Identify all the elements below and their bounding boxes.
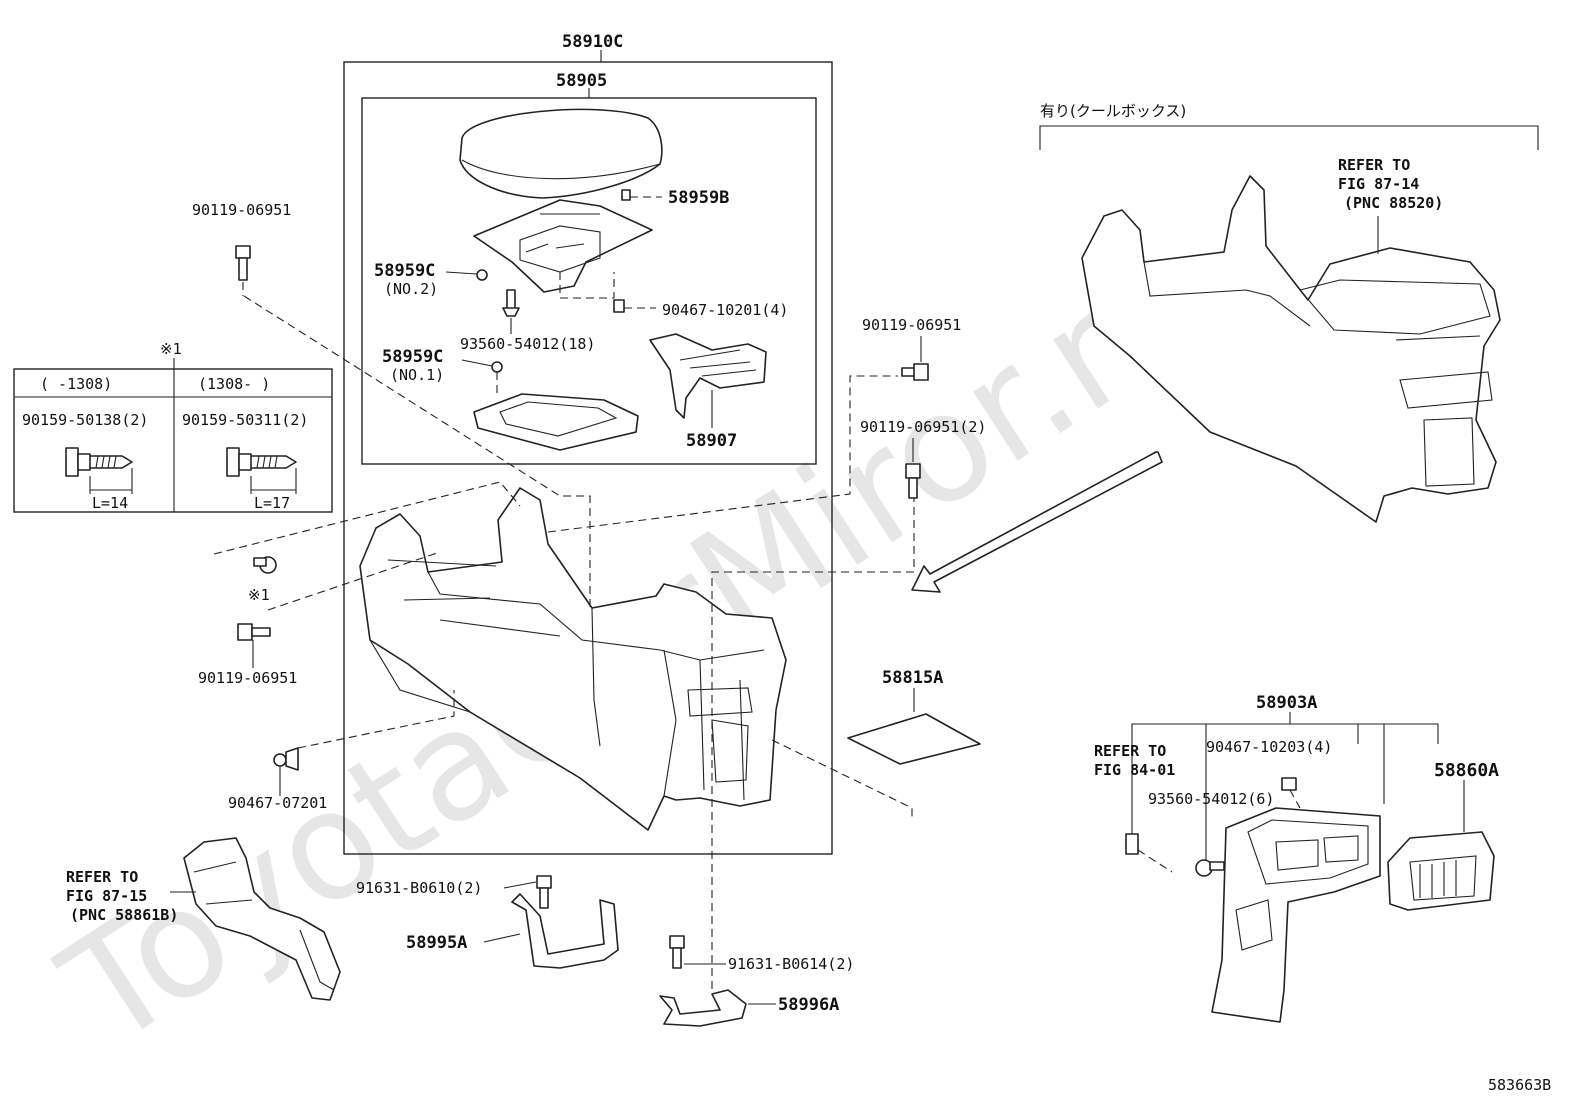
label-x1: ※1 — [248, 586, 270, 604]
bolt-90119-06951-right-icon — [901, 363, 929, 381]
option-label: 有り(クールボックス) — [1040, 102, 1186, 120]
label-58959C-top: 58959C — [374, 261, 435, 281]
clip-90467-07201-icon — [273, 747, 299, 771]
clip-58959C-no2-icon — [476, 269, 488, 281]
label-90119-06951-right: 90119-06951 — [862, 316, 961, 334]
inset-header-left: ( -1308) — [40, 375, 112, 393]
screw-93560-icon — [502, 289, 520, 317]
assembly-58910C-frame — [343, 61, 833, 855]
bolt-90159-50311-icon — [226, 447, 297, 494]
clip-refer-84-01-icon — [1125, 833, 1139, 855]
bolt-91631-B0610-icon — [536, 875, 552, 909]
air-duct-part — [183, 837, 341, 1001]
label-91631-B0614: 91631-B0614(2) — [728, 955, 854, 973]
inset-marker: ※1 — [160, 340, 182, 358]
bolt-90159-50138-icon — [65, 447, 133, 494]
vent-58860A-part — [1387, 831, 1495, 911]
label-58959C-top-sub: (NO.2) — [384, 280, 438, 298]
label-58905: 58905 — [556, 71, 607, 91]
label-90119-06951-top: 90119-06951 — [192, 201, 291, 219]
armrest-lid-part — [459, 108, 663, 199]
refer-top-right-line3: (PNC 88520) — [1344, 194, 1443, 212]
label-58995A: 58995A — [406, 933, 467, 953]
group-58903A-bracket — [1131, 723, 1439, 744]
inset-length-left: L=14 — [92, 494, 128, 512]
label-90119-06951-pair: 90119-06951(2) — [860, 418, 986, 436]
label-93560-54012-6: 93560-54012(6) — [1148, 790, 1274, 808]
clip-90467-10203-icon — [1281, 777, 1297, 791]
inset-header-right: (1308- ) — [198, 375, 270, 393]
refer-bottom-left-line1: REFER TO — [66, 868, 138, 886]
label-58959B: 58959B — [668, 188, 729, 208]
bolt-90119-06951-top-icon — [235, 245, 251, 281]
option-bracket — [1039, 125, 1539, 150]
label-91631-B0610: 91631-B0610(2) — [356, 879, 482, 897]
refer-bottom-right-line1: REFER TO — [1094, 742, 1166, 760]
clip-58959B-icon — [621, 189, 631, 201]
refer-top-right-line1: REFER TO — [1338, 156, 1410, 174]
screw-93560-54012-6-icon — [1195, 859, 1225, 877]
bolt-90119-06951-left-icon — [237, 623, 271, 641]
lid-hinge-plate-part — [473, 199, 653, 299]
refer-bottom-left-line3: (PNC 58861B) — [70, 906, 178, 924]
label-58907: 58907 — [686, 431, 737, 451]
label-93560-54012-18: 93560-54012(18) — [460, 335, 595, 353]
bolt-90119-06951-pair-icon — [905, 463, 921, 499]
console-body-part — [359, 487, 787, 831]
bracket-58995A-part — [511, 893, 619, 969]
mat-58815A-part — [847, 713, 981, 765]
label-58903A: 58903A — [1256, 693, 1317, 713]
label-90467-10203: 90467-10203(4) — [1206, 738, 1332, 756]
label-58959C-bot: 58959C — [382, 347, 443, 367]
label-90467-07201: 90467-07201 — [228, 794, 327, 812]
label-58860A: 58860A — [1434, 760, 1499, 781]
bolt-x1-icon — [253, 556, 277, 574]
inset-part-left: 90159-50138(2) — [22, 411, 148, 429]
console-cool-box-part — [1081, 175, 1501, 523]
refer-bottom-left-line2: FIG 87-15 — [66, 887, 147, 905]
label-58996A: 58996A — [778, 995, 839, 1015]
label-58959C-bot-sub: (NO.1) — [390, 366, 444, 384]
arrow-icon — [911, 451, 1163, 593]
inset-part-right: 90159-50311(2) — [182, 411, 308, 429]
bolt-91631-B0614-icon — [669, 935, 685, 969]
rear-panel-58903A-part — [1211, 807, 1381, 1023]
refer-bottom-right-line2: FIG 84-01 — [1094, 761, 1175, 779]
inset-length-right: L=17 — [254, 494, 290, 512]
label-58910C: 58910C — [562, 32, 623, 52]
storage-tray-part — [473, 393, 639, 451]
clip-58959C-no1-icon — [491, 361, 503, 373]
clip-90467-10201-icon — [613, 299, 625, 313]
refer-top-right-line2: FIG 87-14 — [1338, 175, 1419, 193]
label-90467-10201: 90467-10201(4) — [662, 301, 788, 319]
label-58815A: 58815A — [882, 668, 943, 688]
bracket-58996A-part — [659, 989, 747, 1027]
label-90119-06951-left: 90119-06951 — [198, 669, 297, 687]
inset-fastener-table — [13, 358, 333, 513]
latch-58907-part — [649, 333, 767, 419]
figure-code: 583663B — [1488, 1076, 1551, 1094]
